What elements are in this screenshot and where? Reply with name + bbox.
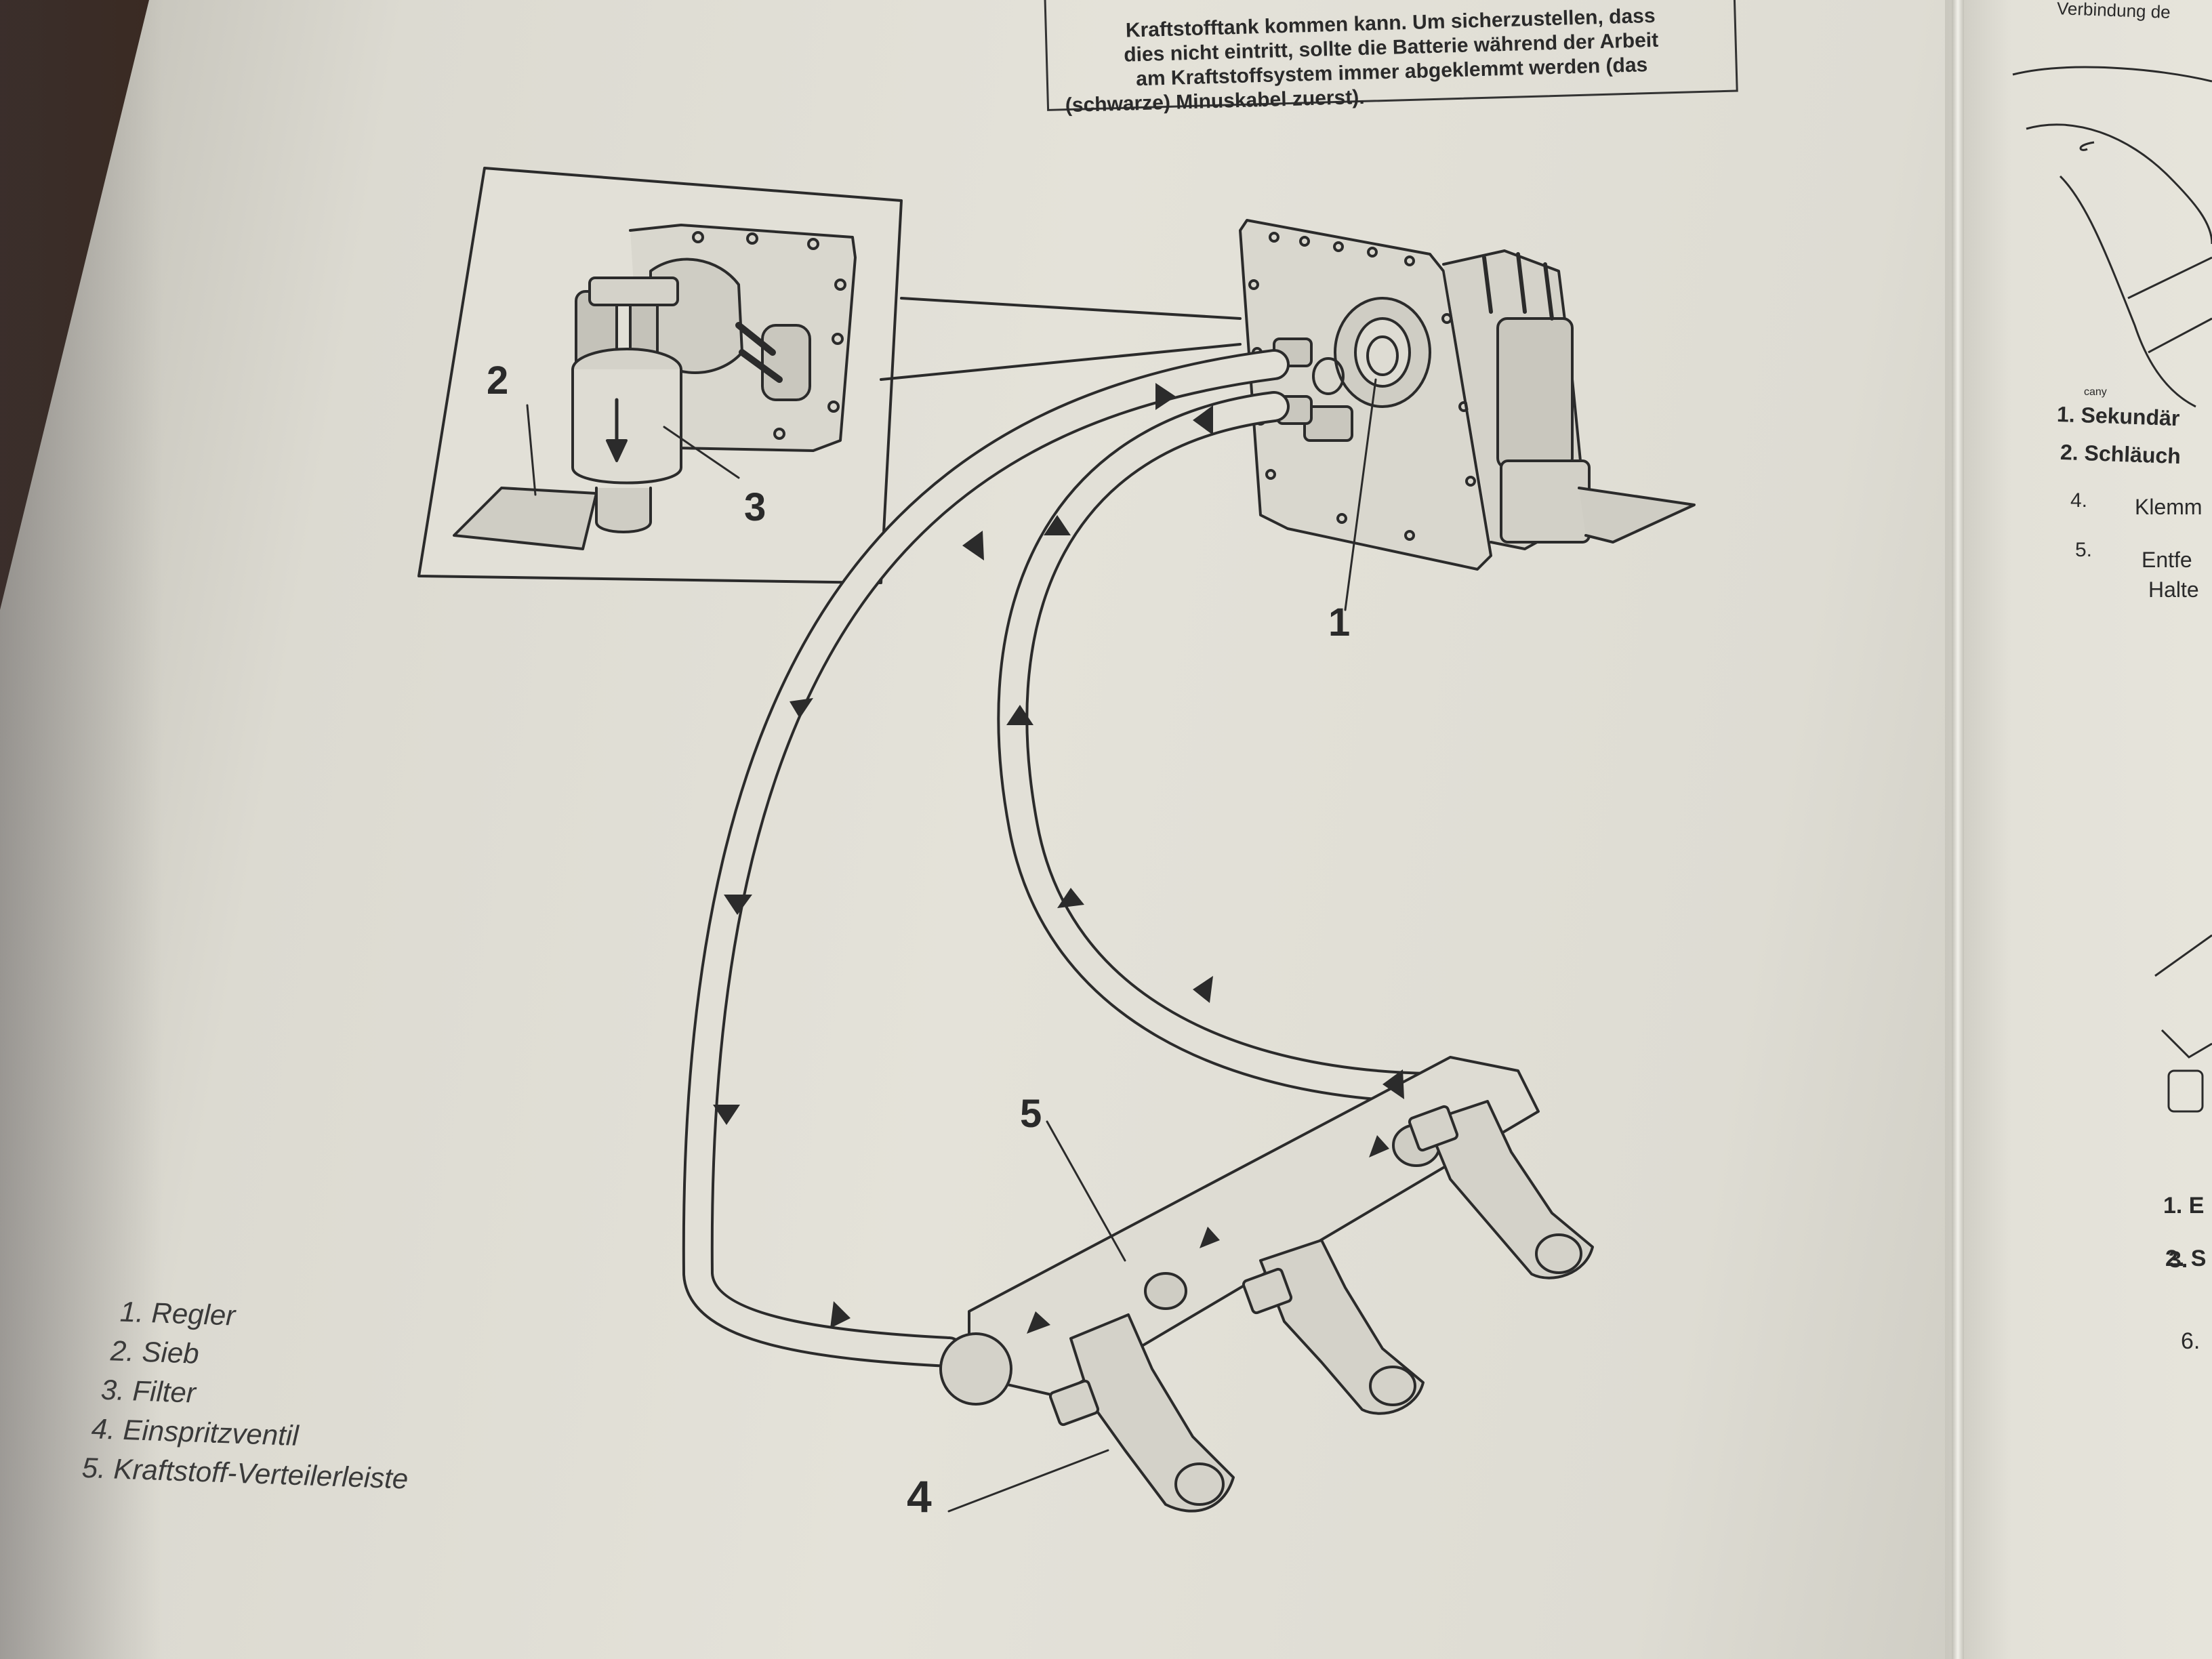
injector-3 [1408,1100,1594,1279]
right-list-item: Entfe [2142,548,2192,572]
legend: 1. Regler 2. Sieb 3. Filter 4. Einspritz… [81,1291,414,1499]
right-page [1945,0,2212,1659]
right-list-item: 3. [2169,1247,2188,1273]
flow-arrow [790,698,813,718]
right-page-header: Verbindung de [2056,0,2171,22]
callout-2: 2 [487,359,509,403]
flow-arrow [962,531,984,560]
left-edge-shadow [0,0,163,1659]
injector-2 [1242,1239,1425,1415]
callout-5: 5 [1020,1092,1042,1136]
flow-arrow [713,1105,740,1125]
right-list-item: 6. [2181,1328,2200,1354]
supply-hose [682,349,1290,1368]
callout-3: 3 [744,485,766,529]
flow-arrow [1044,515,1071,535]
flow-arrow [1193,405,1213,435]
flow-arrow [1200,1227,1220,1248]
return-hose [997,391,1446,1103]
flow-arrow [1155,383,1176,410]
callout-leaders [947,378,1377,1513]
callout-4: 4 [907,1471,932,1521]
right-list-item: 2. S [2165,1246,2207,1271]
flow-arrow [724,895,752,915]
right-list-item: Halte [2148,577,2199,602]
flow-arrow [1369,1135,1389,1158]
callout-1: 1 [1328,600,1351,644]
flow-arrow [1193,976,1213,1003]
flow-arrow [830,1301,851,1328]
fuel-injectors [1048,1100,1594,1513]
right-list-item: 5. [2075,539,2093,561]
right-list-item: 2. Schläuch [2060,439,2182,469]
injector-1 [1048,1313,1235,1513]
flow-arrow [1006,705,1033,725]
fuel-rail [939,1056,1540,1406]
page-gutter [1952,0,1964,1659]
right-list-item: 1. Sekundär [2056,401,2180,431]
right-list-item: 4. [2070,489,2088,512]
right-page-small-mark: cany [2084,386,2107,398]
inset-filter-assembly [453,224,857,550]
flow-arrows [713,383,1404,1334]
right-list-item: Klemm [2135,495,2203,519]
fuel-pump-module [1239,219,1696,571]
right-list-item: 1. E [2163,1193,2205,1218]
flow-arrow [1027,1311,1050,1334]
right-page-diagram [2012,66,2212,1113]
flow-arrow [1057,888,1084,908]
flow-arrow [1382,1069,1404,1099]
